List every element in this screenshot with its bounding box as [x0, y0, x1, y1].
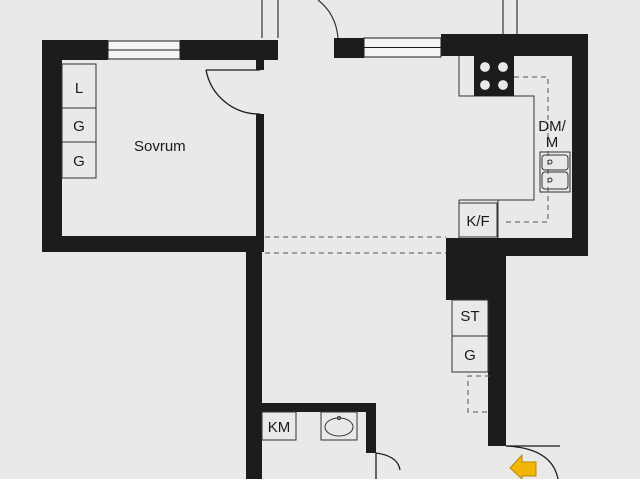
washer-box — [261, 411, 297, 441]
top-outline — [261, 0, 518, 39]
label-dishwasher-1: DM/ — [538, 118, 566, 135]
bedroom-door — [205, 69, 261, 115]
bedroom-wardrobes — [61, 63, 97, 179]
label-fridge-freezer: K/F — [466, 213, 489, 230]
kitchen-dashed-lines — [265, 76, 549, 413]
entrance-door — [505, 445, 560, 479]
label-wardrobe-1: G — [73, 118, 85, 135]
stove-icon — [474, 56, 514, 96]
washbasin-icon — [320, 411, 358, 441]
bathroom-door — [375, 452, 401, 479]
window-living — [363, 37, 442, 58]
label-dishwasher-2: M — [546, 134, 559, 151]
label-storage: ST — [460, 308, 479, 325]
room-label-bedroom: Sovrum — [134, 138, 186, 155]
window-bedroom — [107, 40, 181, 60]
label-hall-wardrobe: G — [464, 347, 476, 364]
label-linen: L — [75, 80, 83, 97]
fridge-freezer — [458, 202, 498, 238]
sink-icon — [541, 154, 569, 190]
label-wardrobe-2: G — [73, 153, 85, 170]
hall-storage — [451, 299, 489, 373]
label-washer: KM — [268, 419, 291, 436]
walls — [42, 34, 588, 479]
